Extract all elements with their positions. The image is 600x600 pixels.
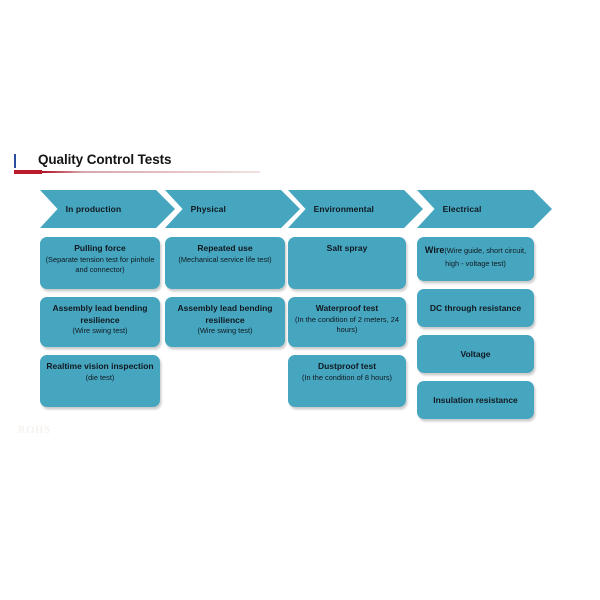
chevron-header-in-production[interactable]: In production bbox=[40, 190, 175, 228]
chevron-label: In production bbox=[65, 204, 122, 214]
test-card[interactable]: Pulling force (Separate tension test for… bbox=[40, 237, 160, 289]
chevron-label: Physical bbox=[190, 204, 226, 214]
test-card[interactable]: Voltage bbox=[417, 335, 534, 373]
test-card-title: Dustproof test bbox=[317, 361, 377, 371]
chevron-header-physical[interactable]: Physical bbox=[165, 190, 300, 228]
chevron-label: Electrical bbox=[442, 204, 482, 214]
flow-column-in-production: In production Pulling force (Separate te… bbox=[40, 190, 175, 415]
test-card-subtitle: (In the condition of 2 meters, 24 hours) bbox=[295, 314, 399, 335]
test-card[interactable]: Dustproof test (In the condition of 8 ho… bbox=[288, 355, 406, 407]
test-card-subtitle: (Wire swing test) bbox=[72, 326, 128, 335]
test-card[interactable]: Repeated use (Mechanical service life te… bbox=[165, 237, 285, 289]
test-card-subtitle: (Separate tension test for pinhole and c… bbox=[45, 254, 155, 275]
test-card[interactable]: Assembly lead bending resilience (Wire s… bbox=[40, 297, 160, 347]
test-card-inline-text: Wire(Wire guide, short circuit, high - v… bbox=[422, 243, 529, 269]
page-watermark: ROHS bbox=[18, 424, 52, 436]
title-underline-accent bbox=[14, 170, 42, 174]
test-card[interactable]: Insulation resistance bbox=[417, 381, 534, 419]
test-card-subtitle: (In the condition of 8 hours) bbox=[302, 372, 392, 382]
page-title-block: Quality Control Tests bbox=[0, 152, 600, 182]
test-card-title: Pulling force bbox=[74, 243, 126, 253]
flow-column-environmental: Environmental Salt spray Waterproof test… bbox=[288, 190, 423, 415]
title-underline-rule bbox=[14, 171, 260, 173]
flow-column-electrical: Electrical Wire(Wire guide, short circui… bbox=[417, 190, 552, 427]
test-card-title: Salt spray bbox=[326, 243, 368, 253]
test-card-title: Voltage bbox=[460, 348, 491, 359]
test-card-title: Repeated use bbox=[197, 243, 253, 253]
test-card[interactable]: Realtime vision inspection (die test) bbox=[40, 355, 160, 407]
test-card-title: Insulation resistance bbox=[433, 394, 518, 405]
test-card-subtitle: (Wire swing test) bbox=[197, 326, 253, 335]
chevron-label: Environmental bbox=[313, 204, 374, 214]
test-card[interactable]: Salt spray bbox=[288, 237, 406, 289]
test-card-title: Waterproof test bbox=[315, 303, 379, 313]
page-title: Quality Control Tests bbox=[38, 152, 172, 167]
test-card-subtitle: (Wire guide, short circuit, high - volta… bbox=[444, 246, 527, 268]
test-card[interactable]: Wire(Wire guide, short circuit, high - v… bbox=[417, 237, 534, 281]
test-card[interactable]: DC through resistance bbox=[417, 289, 534, 327]
chevron-header-environmental[interactable]: Environmental bbox=[288, 190, 423, 228]
test-card-subtitle: (Mechanical service life test) bbox=[178, 254, 272, 264]
test-card-title: DC through resistance bbox=[429, 302, 522, 313]
test-card-subtitle: (die test) bbox=[85, 372, 115, 382]
test-card-title: Assembly lead bending resilience bbox=[52, 303, 148, 325]
chevron-header-electrical[interactable]: Electrical bbox=[417, 190, 552, 228]
flow-column-physical: Physical Repeated use (Mechanical servic… bbox=[165, 190, 300, 355]
test-card[interactable]: Assembly lead bending resilience (Wire s… bbox=[165, 297, 285, 347]
test-card-title: Wire bbox=[424, 245, 445, 255]
test-card[interactable]: Waterproof test (In the condition of 2 m… bbox=[288, 297, 406, 347]
test-card-title: Assembly lead bending resilience bbox=[177, 303, 273, 325]
test-card-title: Realtime vision inspection bbox=[46, 361, 154, 371]
title-accent-tick bbox=[14, 154, 16, 168]
